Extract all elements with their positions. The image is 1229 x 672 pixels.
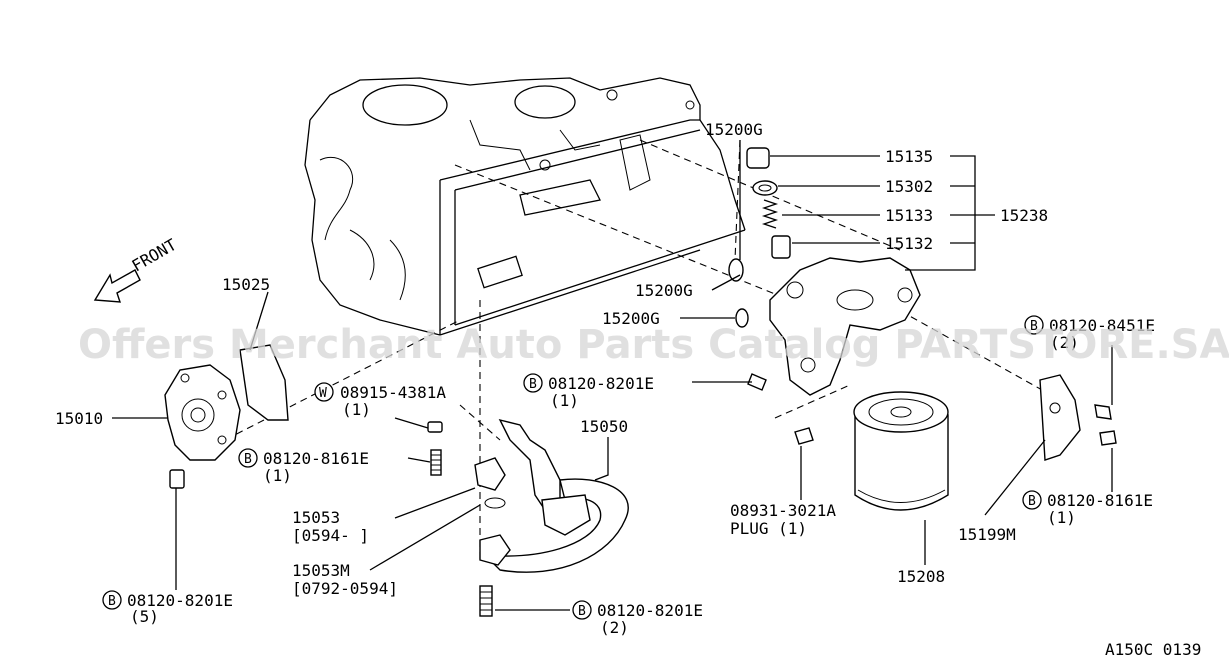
label-15200g-low: 15200G [602, 309, 660, 328]
front-label: FRONT [129, 235, 181, 276]
watermark: Offers Merchant Auto Parts Catalog PARTS… [78, 322, 1229, 368]
engine-block [304, 77, 746, 336]
label-15200g-mid: 15200G [635, 281, 693, 300]
svg-text:(5): (5) [130, 607, 159, 626]
svg-text:(1): (1) [263, 466, 292, 485]
callout-b-08120-8201e-bottomleft: B 08120-8201E (5) [102, 590, 233, 626]
label-15053: 15053 [292, 508, 340, 527]
callout-b-08120-8451e-right: B 08120-8451E (2) [1024, 315, 1155, 352]
svg-text:B: B [529, 377, 537, 392]
oil-pump [164, 364, 241, 461]
svg-text:(2): (2) [1050, 333, 1079, 352]
callout-w-08915: W 08915-4381A (1) [314, 382, 446, 419]
callout-b-08120-8201e-bottom: B 08120-8201E (2) [572, 600, 703, 637]
pump-gasket [239, 344, 289, 421]
svg-text:08120-8161E: 08120-8161E [1047, 491, 1153, 510]
label-15010: 15010 [55, 409, 103, 428]
label-15053m: 15053M [292, 561, 350, 580]
svg-text:08120-8201E: 08120-8201E [127, 591, 233, 610]
label-15053-range: [0594- ] [292, 526, 369, 545]
label-plug-number: 08931-3021A [730, 501, 836, 520]
svg-text:B: B [244, 452, 252, 467]
svg-text:08120-8161E: 08120-8161E [263, 449, 369, 468]
label-15053m-range: [0792-0594] [292, 579, 398, 598]
label-15133: 15133 [885, 206, 933, 225]
svg-text:B: B [1028, 494, 1036, 509]
label-15050: 15050 [580, 417, 628, 436]
svg-text:(1): (1) [342, 400, 371, 419]
callout-b-08120-8161e-left: B 08120-8161E (1) [238, 448, 369, 485]
label-15238: 15238 [1000, 206, 1048, 225]
svg-text:W: W [319, 386, 327, 401]
svg-text:08120-8451E: 08120-8451E [1049, 316, 1155, 335]
oil-filter [853, 391, 949, 511]
oil-filter-bracket [769, 257, 921, 396]
oil-strainer [474, 418, 629, 573]
label-plug: PLUG (1) [730, 519, 807, 538]
callout-b-08120-8161e-right: B 08120-8161E (1) [1022, 490, 1153, 527]
diagram-code: A150C 0139 [1105, 640, 1201, 659]
label-15132: 15132 [885, 234, 933, 253]
label-15025: 15025 [222, 275, 270, 294]
svg-text:(1): (1) [550, 391, 579, 410]
front-arrow-icon [93, 269, 141, 303]
svg-text:08120-8201E: 08120-8201E [597, 601, 703, 620]
svg-text:(1): (1) [1047, 508, 1076, 527]
svg-text:B: B [108, 594, 116, 609]
callout-b-08120-8201e-center: B 08120-8201E (1) [523, 373, 654, 410]
label-15200g-top: 15200G [705, 120, 763, 139]
relief-valve-stack [728, 147, 791, 328]
heat-shield [1039, 374, 1081, 461]
svg-text:B: B [578, 604, 586, 619]
svg-text:(2): (2) [600, 618, 629, 637]
svg-text:B: B [1030, 319, 1038, 334]
label-15135: 15135 [885, 147, 933, 166]
label-15199m: 15199M [958, 525, 1016, 544]
label-15302: 15302 [885, 177, 933, 196]
leader-lines [112, 140, 1113, 611]
svg-text:08915-4381A: 08915-4381A [340, 383, 446, 402]
svg-text:08120-8201E: 08120-8201E [548, 374, 654, 393]
bolts [169, 373, 1117, 617]
label-15208: 15208 [897, 567, 945, 586]
